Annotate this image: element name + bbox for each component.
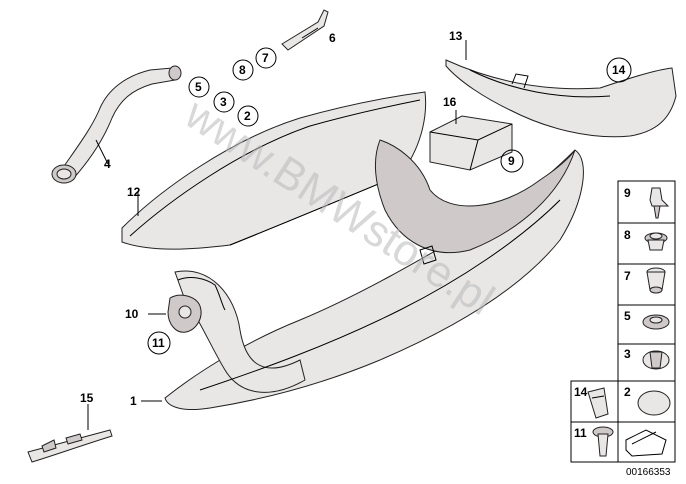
part-cowl-13 [445, 59, 677, 138]
callout-3-circled: 3 [213, 91, 235, 113]
panel-label-8: 8 [624, 228, 631, 242]
callout-2-circled: 2 [237, 105, 259, 127]
panel-label-14: 14 [574, 385, 588, 399]
image-code: 00166353 [626, 467, 671, 478]
part-bracket-15 [27, 429, 113, 463]
svg-text:4: 4 [104, 157, 111, 171]
svg-text:6: 6 [329, 31, 336, 45]
svg-text:7: 7 [262, 51, 269, 65]
svg-text:14: 14 [612, 63, 626, 77]
callout-6: 6 [329, 31, 336, 45]
callout-15: 15 [80, 391, 94, 405]
arrow-icon [625, 429, 667, 457]
callout-9-circled: 9 [500, 149, 524, 173]
svg-text:10: 10 [125, 307, 139, 321]
cap-part-2 [637, 390, 671, 416]
panel-label-5: 5 [624, 309, 631, 323]
panel-label-11: 11 [574, 426, 587, 440]
callout-leaders [87, 27, 467, 430]
svg-text:16: 16 [443, 95, 457, 109]
svg-text:8: 8 [239, 63, 246, 77]
svg-text:5: 5 [195, 80, 202, 94]
callout-8-circled: 8 [232, 59, 254, 81]
panel-label-2: 2 [624, 385, 631, 399]
svg-text:9: 9 [508, 154, 515, 168]
callout-7-circled: 7 [255, 47, 277, 69]
svg-text:1: 1 [130, 394, 137, 408]
svg-text:2: 2 [244, 109, 251, 123]
svg-text:11: 11 [152, 336, 165, 350]
part-hose-4 [51, 65, 182, 184]
svg-text:3: 3 [220, 95, 227, 109]
svg-text:12: 12 [127, 185, 141, 199]
svg-text:13: 13 [449, 29, 463, 43]
callout-10: 10 [125, 307, 139, 321]
small-parts-panel: 9 8 7 5 3 2 14 11 [570, 180, 676, 463]
panel-label-9: 9 [624, 186, 631, 200]
panel-label-3: 3 [624, 347, 631, 361]
callout-5-circled: 5 [188, 76, 210, 98]
callout-13: 13 [449, 29, 463, 43]
callout-16: 16 [443, 95, 457, 109]
callout-11-circled: 11 [147, 331, 171, 355]
part-cover-12 [121, 91, 427, 250]
part-tail-trim-1 [164, 139, 584, 411]
svg-text:15: 15 [80, 391, 94, 405]
callout-4: 4 [104, 157, 111, 171]
clip-part-14 [587, 387, 609, 419]
callout-14-circled: 14 [606, 57, 632, 83]
part-pad-16 [429, 115, 513, 171]
panel-label-7: 7 [624, 269, 631, 283]
callout-1: 1 [130, 394, 137, 408]
part-pipe-6 [281, 9, 329, 51]
pin-part-9 [649, 187, 670, 207]
part-clip-10 [167, 294, 202, 333]
callout-12: 12 [127, 185, 141, 199]
